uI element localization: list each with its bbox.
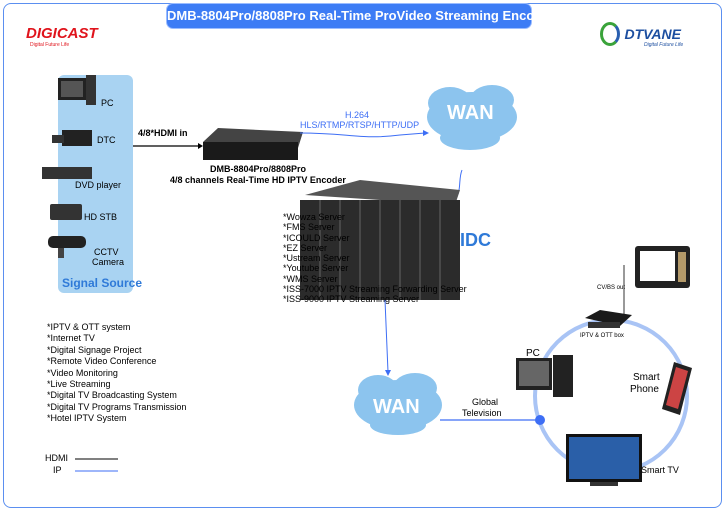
wan-top-label: WAN	[447, 102, 494, 124]
ott-box-icon	[585, 310, 632, 328]
source-stb-label: HD STB	[84, 212, 118, 222]
television-label: Television	[462, 408, 502, 418]
dvd-player-icon	[42, 167, 92, 179]
source-cctv-label: CCTV	[94, 247, 119, 257]
ring-node	[535, 415, 545, 425]
signal-source-heading: Signal Source	[62, 276, 143, 290]
camcorder-icon	[52, 130, 92, 146]
global-label: Global	[472, 397, 499, 407]
wan-bottom-label: WAN	[373, 396, 420, 418]
hdmi-in-label: 4/8*HDMI in	[138, 128, 188, 138]
source-dtc-label: DTC	[97, 135, 116, 145]
encoder-desc-label: 4/8 channels Real-Time HD IPTV Encoder	[170, 175, 346, 185]
protocols-label: HLS/RTMP/RTSP/HTTP/UDP	[300, 120, 420, 130]
encoder-model-label: DMB-8804Pro/8808Pro	[210, 164, 307, 174]
ott-box-label: IPTV & OTT box	[580, 333, 624, 339]
client-pc-icon	[516, 355, 573, 397]
idc-wan-link	[384, 299, 389, 373]
wan-cloud-bottom	[354, 373, 442, 435]
client-pc-label: PC	[526, 348, 540, 359]
phone-label-2: Phone	[630, 384, 659, 395]
application-list: *IPTV & OTT system*Internet TV*Digital S…	[47, 322, 187, 424]
stb-icon	[50, 204, 82, 220]
legend-ip-label: IP	[53, 465, 62, 475]
server-racks-icon	[300, 180, 460, 300]
wan-cloud-top	[427, 85, 517, 150]
dtvane-logo: DTVANE Digital Future Life	[600, 22, 683, 48]
server-list: *Wowza Server*FMS Server*ICOULD Server*E…	[283, 212, 467, 305]
cctv-icon	[48, 236, 86, 258]
idc-label: IDC	[460, 230, 491, 250]
source-pc-label: PC	[101, 98, 114, 108]
old-tv-icon	[635, 246, 690, 288]
pc-icon	[58, 75, 96, 105]
smart-tv-label: Smart TV	[641, 465, 679, 475]
codec-label: H.264	[345, 110, 370, 120]
smart-tv-icon	[566, 434, 642, 486]
digicast-logo: DIGICAST Digital Future Life	[26, 25, 98, 48]
stream-arrow	[299, 132, 426, 138]
source-dvd-label: DVD player	[75, 180, 122, 190]
smartphone-icon	[662, 362, 692, 415]
legend-hdmi-label: HDMI	[45, 453, 68, 463]
source-camera-label: Camera	[92, 257, 125, 267]
page-title: DMB-8804Pro/8808Pro Real-Time ProVideo S…	[166, 3, 555, 29]
cvbs-label: CV/BS out	[597, 285, 626, 291]
phone-label-1: Smart	[633, 372, 660, 383]
encoder-icon	[203, 128, 303, 160]
